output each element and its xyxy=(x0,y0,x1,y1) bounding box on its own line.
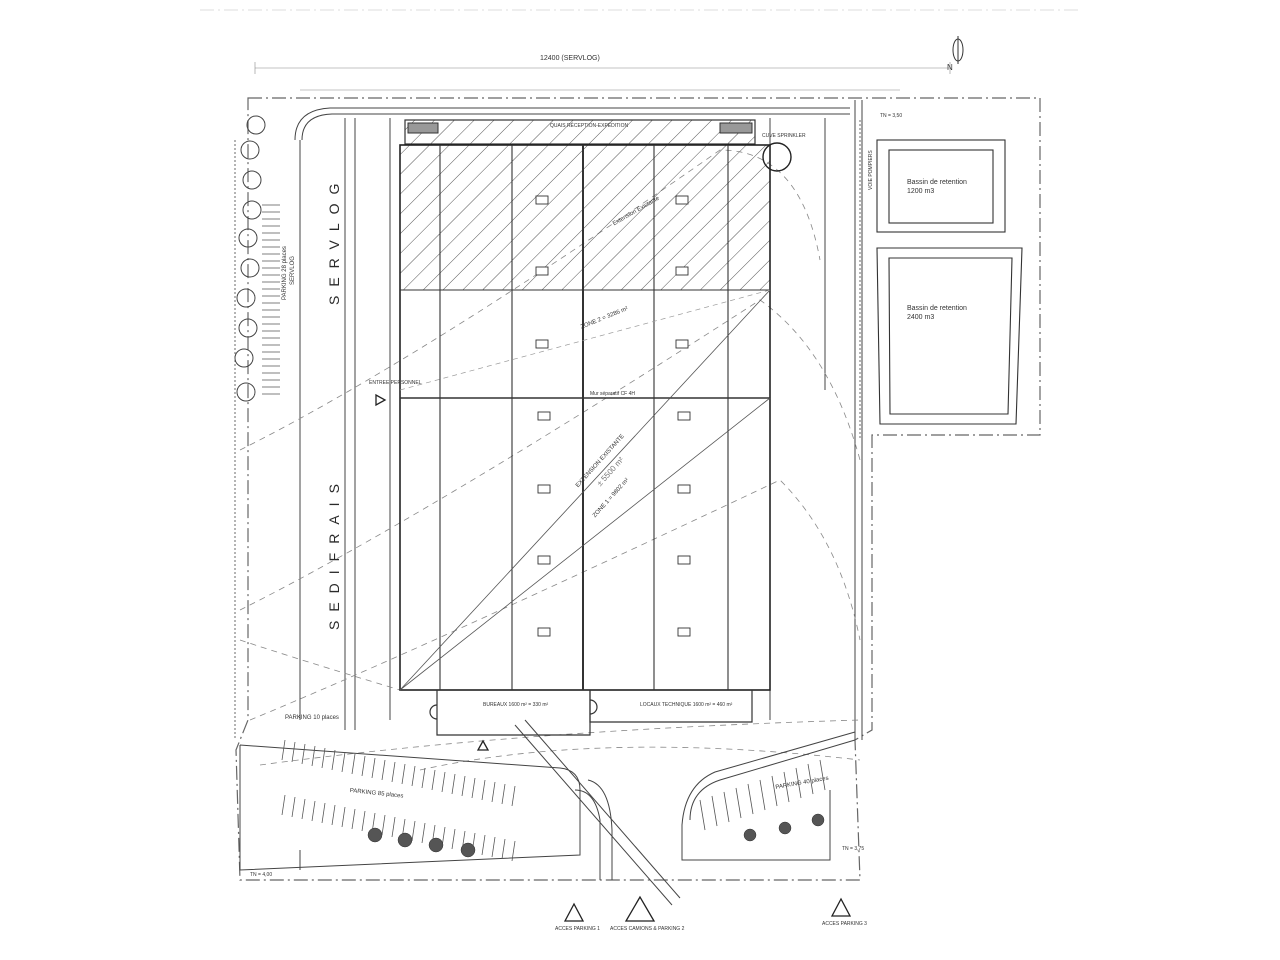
entree-personnel-label: ENTREE PERSONNEL xyxy=(369,380,422,386)
basin-1-label: Bassin de retention 1200 m3 xyxy=(907,178,967,196)
parking-trees xyxy=(367,813,825,858)
level-right-top: TN = 3,50 xyxy=(880,113,903,119)
quai-strip xyxy=(404,119,756,145)
basin-1-title: Bassin de retention xyxy=(907,179,967,186)
contour-lines xyxy=(239,149,861,771)
parking-10-label: PARKING 10 places xyxy=(285,715,339,721)
access-triangles xyxy=(375,393,852,922)
parking-28-sub: SERVLOG xyxy=(290,256,296,285)
top-dimension-label: 12400 (SERVLOG) xyxy=(540,55,600,62)
technical-room-label: LOCAUX TECHNIQUE 1600 m² = 460 m² xyxy=(640,702,733,708)
fire-wall-label: Mur séparatif CF 4H xyxy=(590,391,636,397)
warehouse-building xyxy=(399,142,792,691)
top-dimensions xyxy=(254,62,951,91)
sprinkler-tank-label: CUVE SPRINKLER xyxy=(762,133,806,139)
right-road-label: VOIE POMPIERS xyxy=(868,150,874,190)
access-lane xyxy=(514,719,681,906)
office-block xyxy=(429,690,753,736)
tenant-label-sedifrais: SEDIFRAIS xyxy=(326,475,342,630)
basin-2-label: Bassin de retention 2400 m3 xyxy=(907,304,967,322)
level-left-bottom: TN = 4,00 xyxy=(250,872,273,878)
tree-row-left xyxy=(234,115,266,402)
parking-south-stalls xyxy=(281,739,826,862)
basin-2-title: Bassin de retention xyxy=(907,305,967,312)
north-label: N xyxy=(947,63,953,72)
parking-south xyxy=(239,731,856,880)
parking-28-label: PARKING 28 places xyxy=(282,246,288,300)
quai-strip-label: QUAIS RÉCEPTION-EXPÉDITION xyxy=(550,123,629,129)
access-parking-1-label: ACCES PARKING 1 xyxy=(555,926,600,932)
north-arrow-icon xyxy=(952,36,964,64)
parking-28-stalls xyxy=(262,204,280,395)
retention-basins xyxy=(876,139,1023,425)
level-right-bottom: TN = 3,75 xyxy=(842,846,865,852)
basin-1-volume: 1200 m3 xyxy=(907,188,935,195)
tenant-label-servlog: SERVLOG xyxy=(326,174,342,305)
basin-2-volume: 2400 m3 xyxy=(907,314,935,321)
access-parking-3-label: ACCES PARKING 3 xyxy=(822,921,867,927)
access-trucks-parking-2-label: ACCES CAMIONS & PARKING 2 xyxy=(610,926,685,932)
office-room-label: BUREAUX 1600 m² = 330 m² xyxy=(483,702,549,708)
